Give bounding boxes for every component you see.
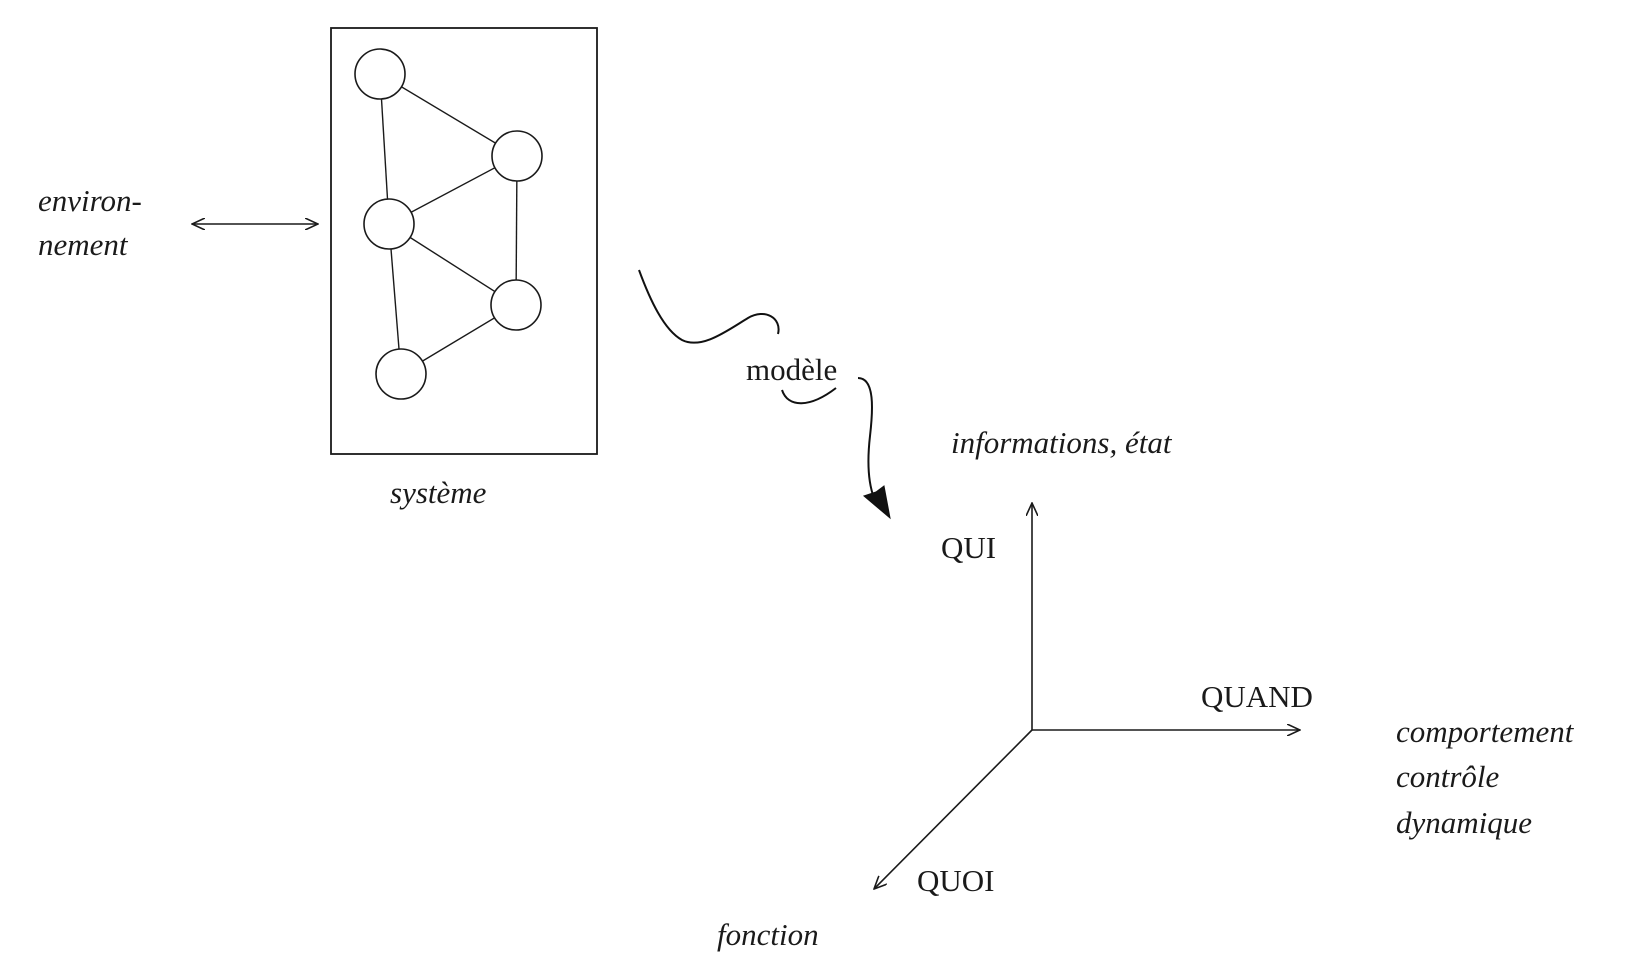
depth-axis-label: QUOI [917, 863, 995, 898]
network-node-n1 [354, 48, 406, 100]
depth-axis-description: fonction [717, 917, 819, 952]
axis-depth [874, 729, 1033, 889]
horizontal-axis-description-line-2: contrôle [1396, 759, 1500, 794]
network-node-n2 [491, 130, 543, 182]
model-squiggle [638, 269, 780, 344]
network-edge-n1-n2 [379, 73, 518, 157]
network-node-n4 [490, 279, 542, 331]
network-node-n5 [375, 348, 427, 400]
model-link-curve [857, 377, 875, 499]
system-box [330, 27, 598, 455]
network-nodes [354, 48, 543, 400]
model-hook [781, 387, 837, 405]
environment-label-line-1: environ- [38, 183, 142, 218]
horizontal-axis-description-line-3: dynamique [1396, 805, 1533, 840]
model-arrowhead [862, 485, 891, 520]
model-label: modèle [746, 352, 838, 387]
environment-label-line-2: nement [38, 227, 128, 262]
vertical-axis-label: QUI [941, 530, 997, 565]
network-node-n3 [363, 198, 415, 250]
vertical-axis-description: informations, état [951, 425, 1172, 460]
horizontal-axis-label: QUAND [1201, 679, 1313, 714]
system-caption: système [390, 475, 487, 510]
horizontal-axis-description-line-1: comportement [1396, 714, 1574, 749]
